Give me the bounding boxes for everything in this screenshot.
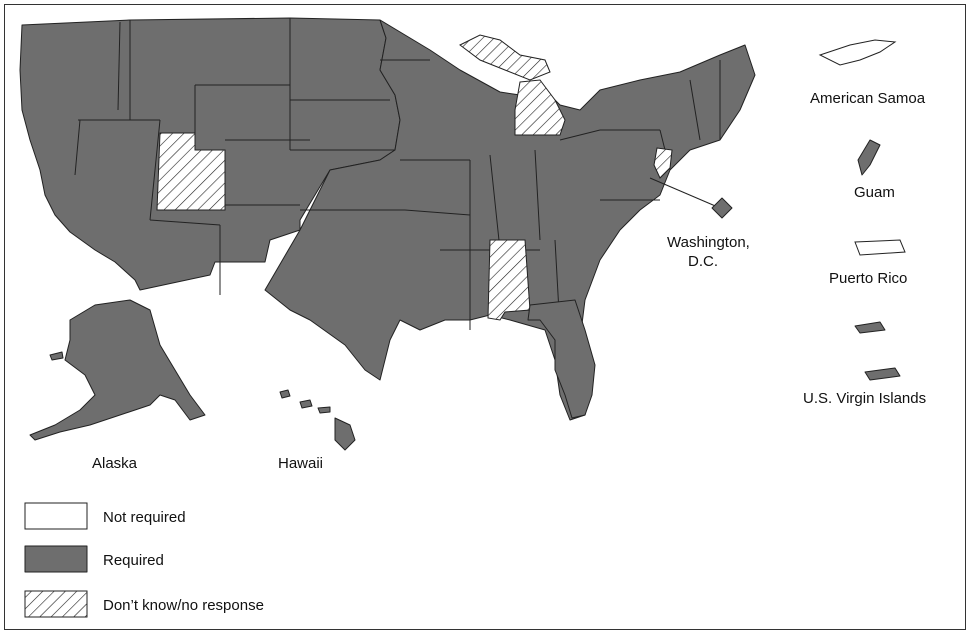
dc-inset [711, 197, 733, 219]
label-dc-line2: D.C. [688, 253, 718, 270]
legend-label-not-required: Not required [103, 509, 186, 526]
legend-swatch-not-required [24, 502, 88, 530]
label-dc-line1: Washington, [667, 234, 750, 251]
state-utah [156, 132, 226, 211]
label-puerto-rico: Puerto Rico [829, 270, 907, 287]
alaska-island [49, 351, 64, 361]
state-midwest [264, 19, 756, 421]
legend-swatch-dont-know [24, 590, 88, 618]
virgin-islands-shape-1 [854, 321, 886, 334]
legend-label-required: Required [103, 552, 164, 569]
state-new-jersey [653, 147, 673, 179]
state-hawaii [279, 389, 356, 451]
label-virgin-islands: U.S. Virgin Islands [803, 390, 926, 407]
label-american-samoa: American Samoa [810, 90, 926, 107]
puerto-rico-shape [854, 239, 906, 256]
state-michigan-lower [514, 79, 566, 136]
legend: Not required Required Don’t know/no resp… [24, 502, 264, 618]
virgin-islands-shape-2 [864, 367, 901, 381]
dc-leader-line [649, 177, 721, 209]
state-florida [527, 299, 596, 419]
state-alabama [487, 239, 531, 321]
label-hawaii: Hawaii [278, 455, 323, 472]
label-alaska: Alaska [92, 455, 138, 472]
label-guam: Guam [854, 184, 895, 201]
state-michigan-upper [459, 34, 551, 81]
guam-shape [857, 139, 881, 176]
american-samoa-shape [818, 39, 897, 66]
state-alaska [29, 299, 206, 441]
legend-label-dont-know: Don’t know/no response [103, 597, 264, 614]
legend-swatch-required [24, 545, 88, 573]
